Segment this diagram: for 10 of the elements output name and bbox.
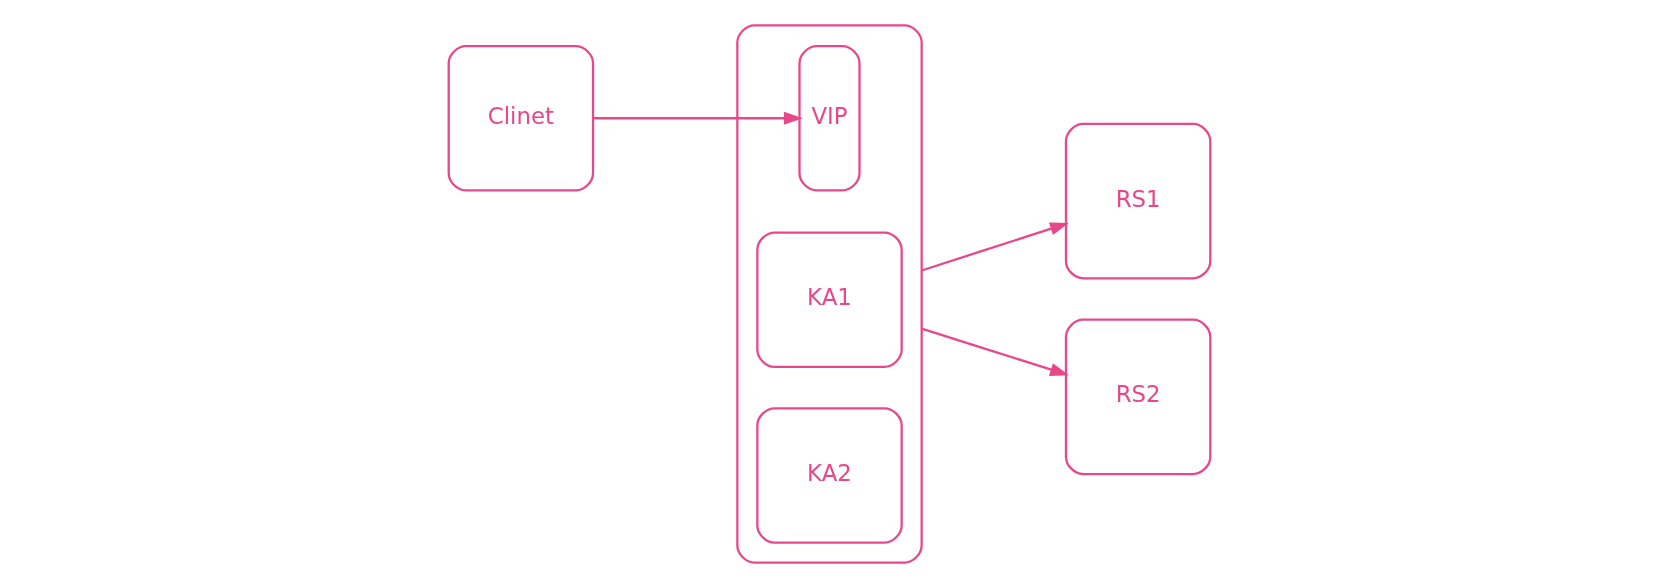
- node-box: KA2: [755, 407, 903, 544]
- arrow: [920, 327, 1069, 376]
- node-box: KA1: [755, 231, 903, 368]
- arrow: [920, 222, 1069, 272]
- node-box: RS1: [1064, 122, 1211, 280]
- node-box: RS2: [1064, 318, 1211, 476]
- cluster: [735, 24, 923, 564]
- arrow: [592, 111, 803, 125]
- node-box: Clinet: [447, 44, 594, 192]
- node-box: VIP: [797, 44, 861, 192]
